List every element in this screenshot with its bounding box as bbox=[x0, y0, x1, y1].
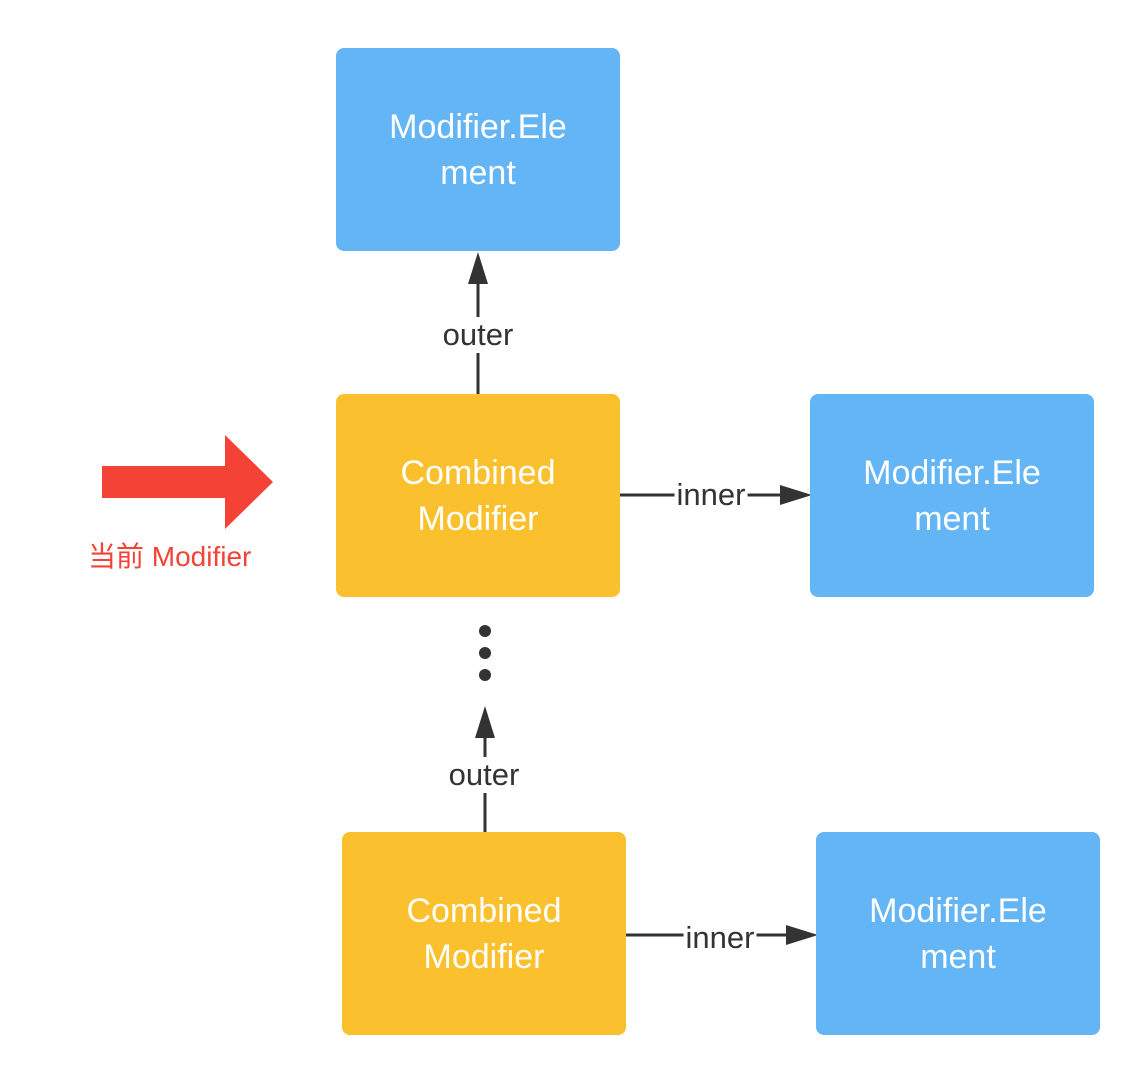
combined-modifier-2-line1: Combined bbox=[406, 891, 562, 930]
modifier-element-node-2: Modifier.Ele ment bbox=[816, 832, 1100, 1035]
combined-modifier-2-line2: Modifier bbox=[423, 937, 545, 976]
top-modifier-element-line1: Modifier.Ele bbox=[389, 107, 567, 146]
top-modifier-element-node: Modifier.Ele ment bbox=[336, 48, 620, 251]
outer-edge-2-arrowhead bbox=[475, 706, 495, 738]
combined-modifier-node-1: Combined Modifier bbox=[336, 394, 620, 597]
ellipsis-dot-3 bbox=[479, 669, 491, 681]
inner-edge-2-label: inner bbox=[683, 920, 757, 956]
top-modifier-element-line2: ment bbox=[440, 153, 516, 192]
inner-edge-2-arrowhead bbox=[786, 925, 818, 945]
inner-edge-1-arrowhead bbox=[780, 485, 812, 505]
current-modifier-label: 当前 Modifier bbox=[88, 541, 252, 572]
modifier-element-2-line2: ment bbox=[920, 937, 996, 976]
modifier-element-node-1: Modifier.Ele ment bbox=[810, 394, 1094, 597]
modifier-element-1-line2: ment bbox=[914, 499, 990, 538]
combined-modifier-1-line1: Combined bbox=[400, 453, 556, 492]
combined-modifier-node-2: Combined Modifier bbox=[342, 832, 626, 1035]
modifier-element-2-line1: Modifier.Ele bbox=[869, 891, 1047, 930]
ellipsis-dot-1 bbox=[479, 625, 491, 637]
combined-modifier-1-line2: Modifier bbox=[417, 499, 539, 538]
modifier-element-1-line1: Modifier.Ele bbox=[863, 453, 1041, 492]
outer-edge-2-label: outer bbox=[446, 757, 522, 793]
current-pointer-arrow bbox=[102, 435, 273, 529]
inner-edge-1-label: inner bbox=[674, 477, 748, 513]
outer-edge-1-label: outer bbox=[440, 317, 516, 353]
ellipsis-dot-2 bbox=[479, 647, 491, 659]
outer-edge-1-arrowhead bbox=[468, 252, 488, 284]
